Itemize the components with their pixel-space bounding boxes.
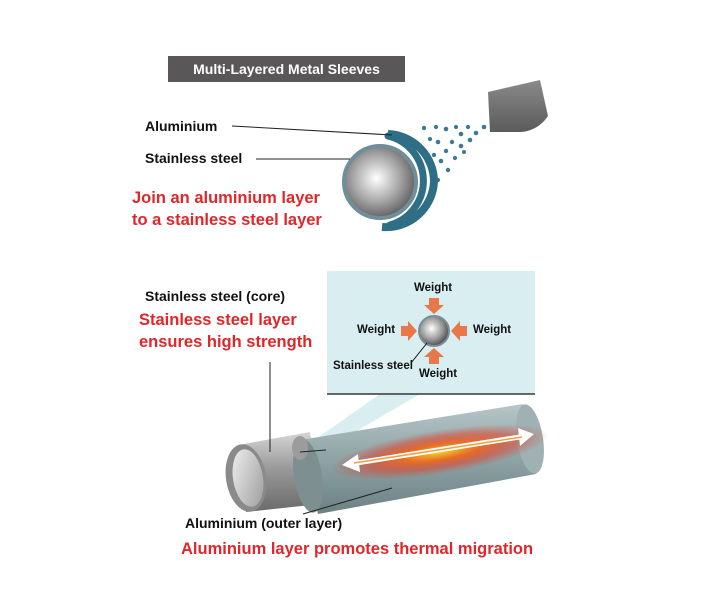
label-aluminium: Aluminium (145, 118, 218, 134)
core-caption-line2: ensures high strength (139, 333, 313, 351)
stainless-steel-ball (342, 144, 418, 220)
top-caption-line1: Join an aluminium layer (132, 189, 320, 207)
inset-stainless-label: Stainless steel (333, 360, 413, 372)
top-caption-line2: to a stainless steel layer (132, 211, 322, 229)
weight-label-top: Weight (414, 282, 453, 294)
label-stainless-steel: Stainless steel (145, 150, 243, 166)
weight-arrows (401, 298, 467, 364)
core-caption-line1: Stainless steel layer (139, 311, 297, 329)
thermal-migration-arrow (342, 428, 534, 472)
diagram-title: Multi-Layered Metal Sleeves (168, 56, 405, 82)
weight-label-bottom: Weight (419, 368, 458, 380)
spray-nozzle-icon (488, 80, 548, 132)
label-core: Stainless steel (core) (145, 288, 286, 304)
outer-caption: Aluminium layer promotes thermal migrati… (181, 540, 534, 558)
aluminium-coating-arc (384, 132, 427, 229)
label-outer-layer: Aluminium (outer layer) (185, 515, 343, 531)
weight-label-right: Weight (473, 324, 512, 336)
inset-stainless-ball (418, 315, 450, 347)
weight-label-left: Weight (357, 324, 396, 336)
